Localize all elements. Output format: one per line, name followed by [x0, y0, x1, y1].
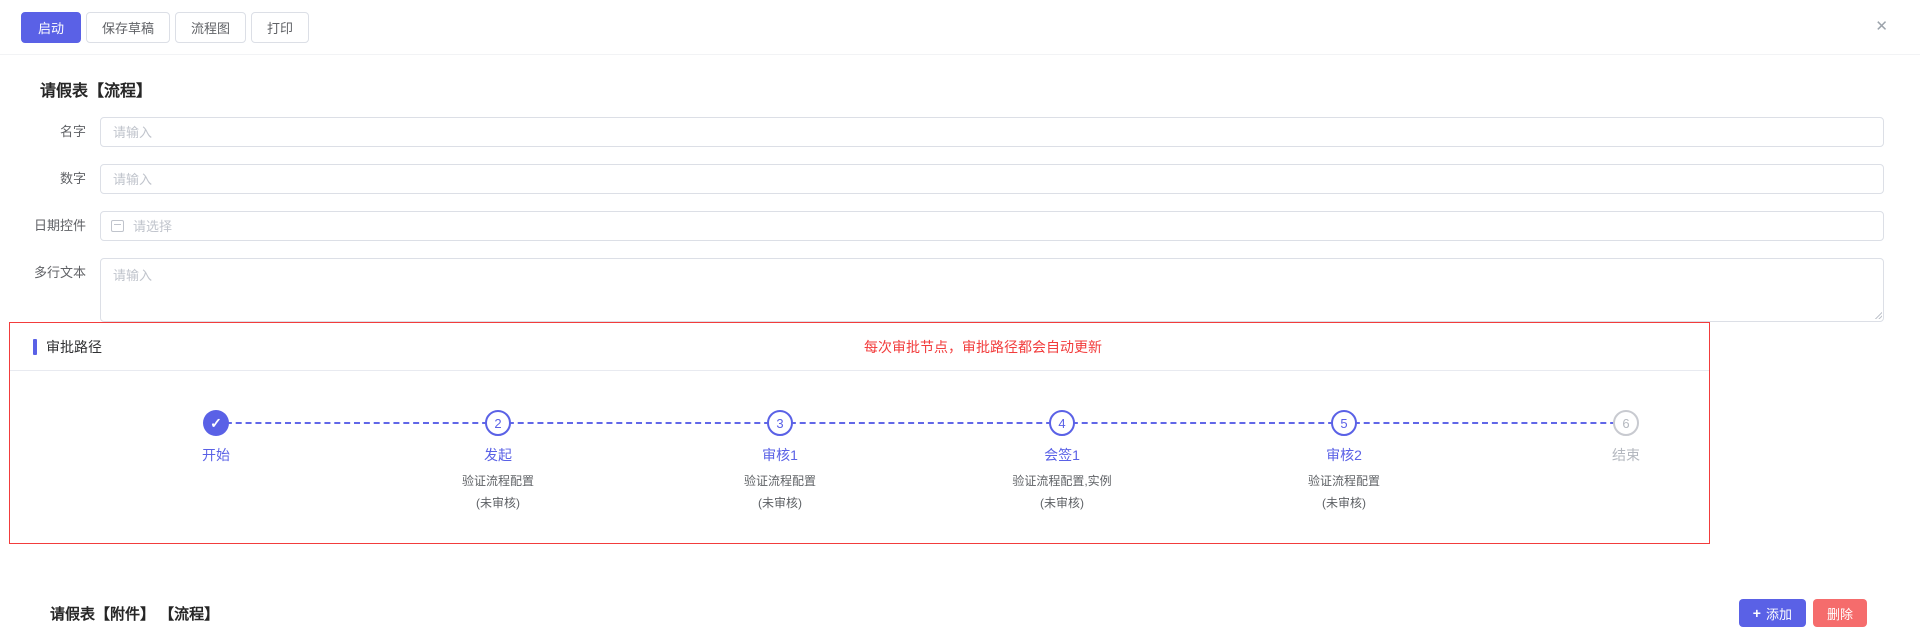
step-status: (未审核) [1322, 496, 1366, 510]
approval-path-title: 审批路径 [46, 338, 102, 355]
step-number: 5 [1331, 410, 1357, 436]
step-label: 结束 [1612, 447, 1640, 463]
step-status: (未审核) [758, 496, 802, 510]
step-number: 2 [485, 410, 511, 436]
name-field-label: 名字 [59, 124, 86, 139]
form-row-multiline: 多行文本 [0, 258, 1884, 322]
step-label: 发起 [484, 447, 512, 463]
page-title: 请假表【流程】 [40, 83, 153, 100]
step-review-1[interactable]: 3 审核1 验证流程配置 (未审核) [498, 410, 921, 511]
attachment-section-title: 请假表【附件】 【流程】 [50, 605, 220, 623]
start-button[interactable]: 启动 [21, 11, 82, 43]
approval-path-panel: 审批路径 每次审批节点，审批路径都会自动更新 ✓ 开始 2 发起 验证流程配置 … [9, 322, 1710, 544]
check-icon: ✓ [203, 410, 229, 436]
step-initiate[interactable]: 2 发起 验证流程配置 (未审核) [216, 410, 639, 511]
multiline-field-label: 多行文本 [33, 265, 86, 280]
step-end[interactable]: 6 结束 [1344, 410, 1709, 511]
close-icon[interactable]: ✕ [1875, 18, 1888, 35]
section-accent-bar [33, 338, 37, 355]
add-button-label: 添加 [1765, 606, 1792, 622]
step-label: 审核1 [762, 447, 798, 463]
add-button[interactable]: + 添加 [1738, 599, 1806, 627]
multiline-textarea[interactable] [100, 258, 1884, 322]
date-field-label: 日期控件 [33, 218, 86, 233]
step-status: (未审核) [1040, 496, 1084, 510]
approval-path-header: 审批路径 每次审批节点，审批路径都会自动更新 [10, 323, 1709, 371]
form-row-number: 数字 [0, 164, 1884, 194]
step-start[interactable]: ✓ 开始 [75, 410, 357, 511]
print-button[interactable]: 打印 [251, 11, 310, 43]
number-field-label: 数字 [59, 171, 86, 186]
form-row-date: 日期控件 [0, 211, 1884, 241]
flowchart-button[interactable]: 流程图 [175, 11, 247, 43]
delete-button-label: 删除 [1826, 606, 1853, 622]
approval-auto-update-notice: 每次审批节点，审批路径都会自动更新 [864, 338, 1102, 355]
number-input[interactable] [100, 164, 1884, 194]
step-desc: 验证流程配置 [1307, 474, 1380, 488]
step-status: (未审核) [476, 496, 520, 510]
step-desc: 验证流程配置,实例 [1012, 474, 1112, 488]
step-label: 会签1 [1044, 447, 1080, 463]
approval-stepper: ✓ 开始 2 发起 验证流程配置 (未审核) 3 审核1 验证流程配置 (未审核… [10, 371, 1709, 511]
step-label: 审核2 [1326, 447, 1362, 463]
calendar-icon [111, 220, 124, 232]
step-number: 3 [767, 410, 793, 436]
form-section: 请假表【流程】 名字 数字 日期控件 多行文本 [0, 77, 1920, 322]
plus-icon: + [1752, 605, 1761, 621]
step-number: 4 [1049, 410, 1075, 436]
name-input[interactable] [100, 117, 1884, 147]
attachment-section-bar: 请假表【附件】 【流程】 + 添加 删除 [50, 599, 1867, 627]
step-desc: 验证流程配置 [461, 474, 534, 488]
step-review-2[interactable]: 5 审核2 验证流程配置 (未审核) [1062, 410, 1485, 511]
top-toolbar: 启动 保存草稿 流程图 打印 ✕ [0, 0, 1920, 55]
form-row-name: 名字 [0, 117, 1884, 147]
step-countersign-1[interactable]: 4 会签1 验证流程配置,实例 (未审核) [780, 410, 1203, 511]
date-picker-input[interactable] [100, 211, 1884, 241]
save-draft-button[interactable]: 保存草稿 [86, 11, 171, 43]
delete-button[interactable]: 删除 [1812, 599, 1867, 627]
step-desc: 验证流程配置 [743, 474, 816, 488]
step-label: 开始 [202, 447, 230, 463]
step-number: 6 [1613, 410, 1639, 436]
